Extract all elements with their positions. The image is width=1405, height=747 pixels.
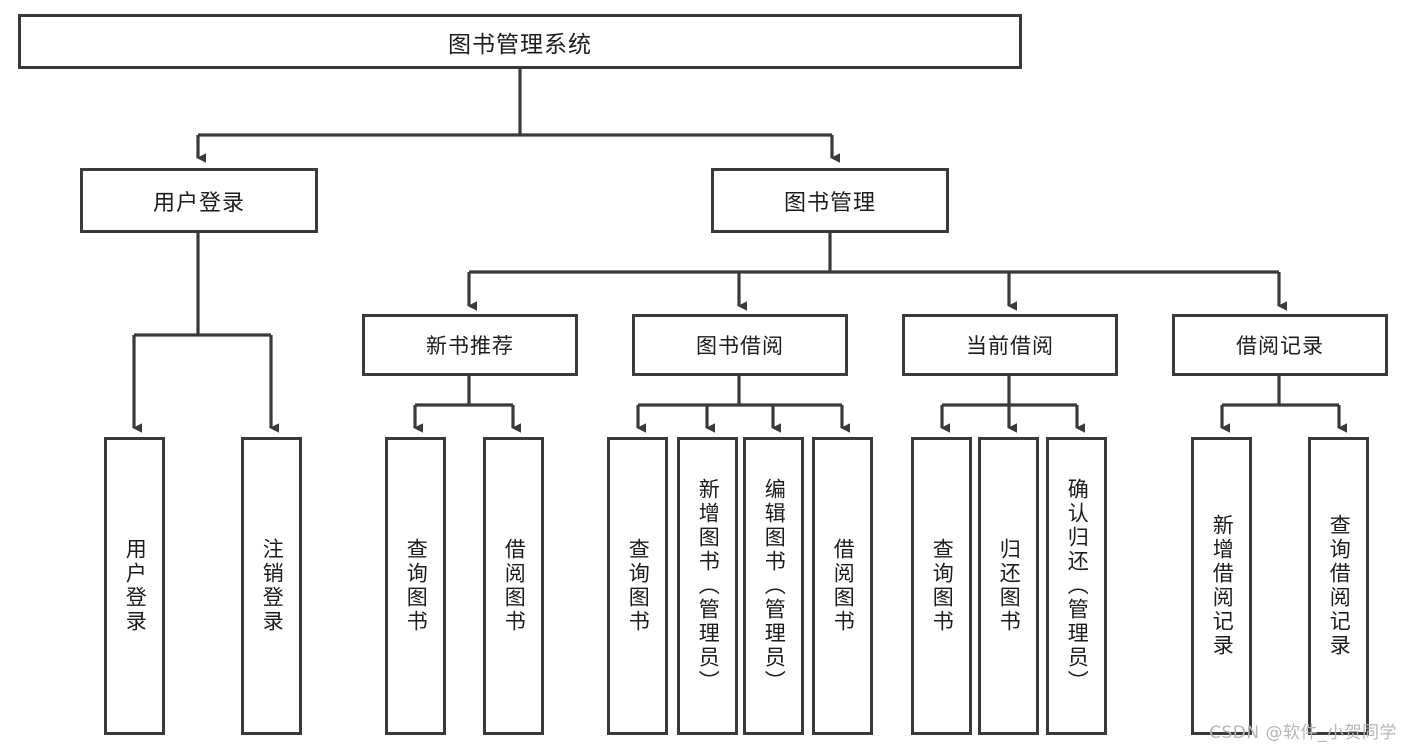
leaf-record-query-record[interactable]: 查询借阅记录: [1308, 437, 1369, 735]
node-label: 当前借阅: [966, 334, 1054, 358]
node-label: 查询借阅记录: [1327, 514, 1352, 658]
node-label: 新书推荐: [426, 334, 514, 358]
node-label: 图书管理: [783, 190, 876, 216]
node-label: 编辑图书（管理员）: [762, 478, 787, 694]
node-label: 归还图书: [997, 538, 1022, 634]
leaf-current-query-book[interactable]: 查询图书: [911, 437, 972, 735]
node-label: 用户登录: [123, 538, 148, 634]
node-label: 确认归还（管理员）: [1065, 478, 1090, 694]
node-label: 用户登录: [152, 190, 245, 216]
node-book-borrow[interactable]: 图书借阅: [632, 314, 848, 376]
leaf-borrow-query-book[interactable]: 查询图书: [607, 437, 668, 735]
node-borrow-record[interactable]: 借阅记录: [1172, 314, 1388, 376]
leaf-new-book-borrow[interactable]: 借阅图书: [483, 437, 544, 735]
node-book-management[interactable]: 图书管理: [711, 168, 949, 233]
leaf-borrow-edit-book[interactable]: 编辑图书（管理员）: [743, 437, 804, 735]
node-label: 新增借阅记录: [1210, 514, 1235, 658]
leaf-user-login-logout[interactable]: 注销登录: [241, 437, 302, 735]
leaf-current-return-book[interactable]: 归还图书: [978, 437, 1039, 735]
node-label: 查询图书: [930, 538, 955, 634]
leaf-current-confirm-return[interactable]: 确认归还（管理员）: [1046, 437, 1107, 735]
node-new-book-recommend[interactable]: 新书推荐: [362, 314, 578, 376]
csdn-watermark: CSDN @软件_小贺同学: [1209, 723, 1397, 743]
node-label: 图书借阅: [696, 334, 784, 358]
leaf-user-login-login[interactable]: 用户登录: [104, 437, 165, 735]
node-label: 查询图书: [626, 538, 651, 634]
leaf-new-book-query[interactable]: 查询图书: [385, 437, 446, 735]
node-label: 查询图书: [404, 538, 429, 634]
node-label: 图书管理系统: [448, 31, 592, 58]
node-label: 注销登录: [260, 538, 285, 634]
node-label: 借阅图书: [502, 538, 527, 634]
leaf-borrow-borrow-book[interactable]: 借阅图书: [812, 437, 873, 735]
node-current-borrow[interactable]: 当前借阅: [902, 314, 1118, 376]
leaf-record-add-record[interactable]: 新增借阅记录: [1191, 437, 1252, 735]
node-label: 新增图书（管理员）: [696, 478, 721, 694]
node-user-login[interactable]: 用户登录: [80, 168, 318, 233]
node-label: 借阅图书: [831, 538, 856, 634]
node-root-system[interactable]: 图书管理系统: [18, 14, 1022, 69]
leaf-borrow-add-book[interactable]: 新增图书（管理员）: [677, 437, 738, 735]
node-label: 借阅记录: [1236, 334, 1324, 358]
